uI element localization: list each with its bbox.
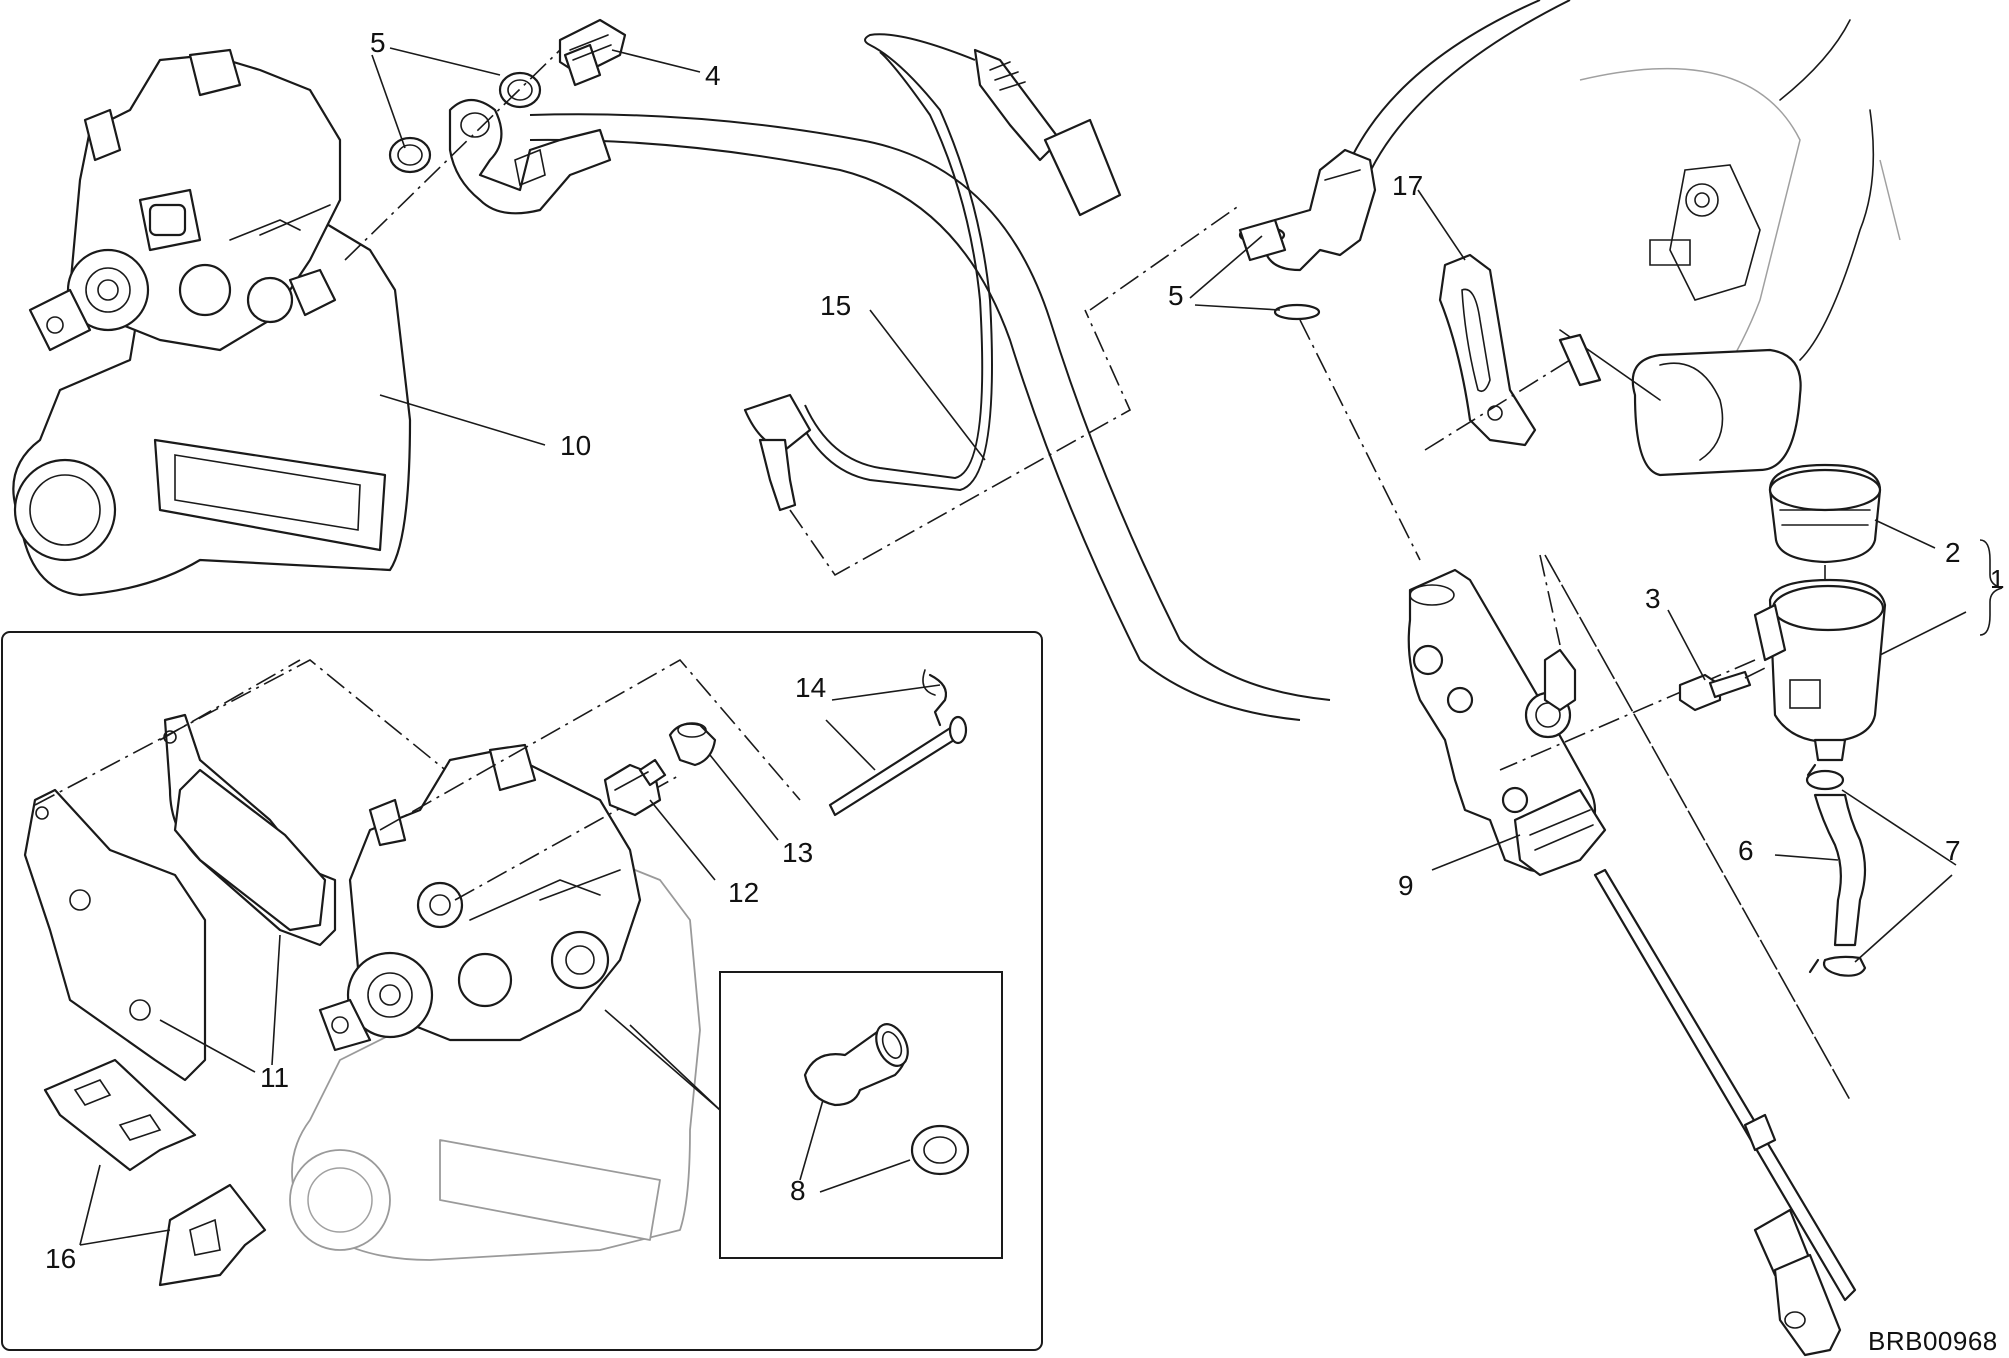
- callout-7: 7: [1945, 835, 1961, 866]
- caliper-piston-and-seal: [803, 1023, 970, 1176]
- copper-washer-lower: [388, 136, 432, 174]
- callout-15: 15: [820, 290, 851, 321]
- brake-fluid-reservoir: [1499, 463, 1887, 771]
- leader-lines: [79, 47, 1967, 1246]
- inset-frame: [1, 631, 1043, 1351]
- inset-caliper: [289, 658, 801, 1261]
- rear-caliper-bracket: [12, 218, 412, 597]
- rear-caliper-body: [28, 48, 342, 352]
- upper-banjo-fitting: [1089, 148, 1421, 561]
- drawing-reference: BRB00968: [1868, 1326, 1998, 1356]
- callout-6: 6: [1738, 835, 1754, 866]
- pad-retaining-pin: [828, 669, 968, 817]
- piston-detail-frame: [719, 971, 1003, 1259]
- hose-clamps-and-hose: [1805, 763, 1867, 977]
- callout-5-right: 5: [1168, 280, 1184, 311]
- rear-master-cylinder: [1407, 554, 1857, 1357]
- callout-13: 13: [782, 837, 813, 868]
- callout-3: 3: [1645, 583, 1661, 614]
- brake-light-switch: [743, 33, 1132, 577]
- reservoir-screw: [1678, 667, 1766, 712]
- reservoir-bracket: [1424, 253, 1602, 451]
- callout-5-top: 5: [370, 27, 386, 58]
- brake-pads: [23, 659, 471, 1082]
- assembly-brace: [1979, 539, 2003, 636]
- frame-ghost-outline: [1559, 19, 1901, 477]
- callout-4: 4: [705, 60, 721, 91]
- bleed-valve-and-cap: [603, 722, 717, 817]
- callout-11: 11: [260, 1062, 289, 1093]
- callout-8: 8: [790, 1175, 806, 1206]
- callout-labels: 5 4 10 15 5 17 2 1 3 6 7 9 14 13 12 11 8…: [45, 27, 2004, 1356]
- banjo-bolt-assembly: [344, 18, 627, 261]
- callout-17: 17: [1392, 170, 1423, 201]
- callout-1: 1: [1990, 564, 2004, 594]
- callout-14: 14: [795, 672, 826, 703]
- pad-spring: [43, 1058, 267, 1287]
- callout-16: 16: [45, 1243, 76, 1274]
- callout-12: 12: [728, 877, 759, 908]
- callout-10: 10: [560, 430, 591, 461]
- callout-9: 9: [1398, 870, 1414, 901]
- callout-2: 2: [1945, 537, 1961, 568]
